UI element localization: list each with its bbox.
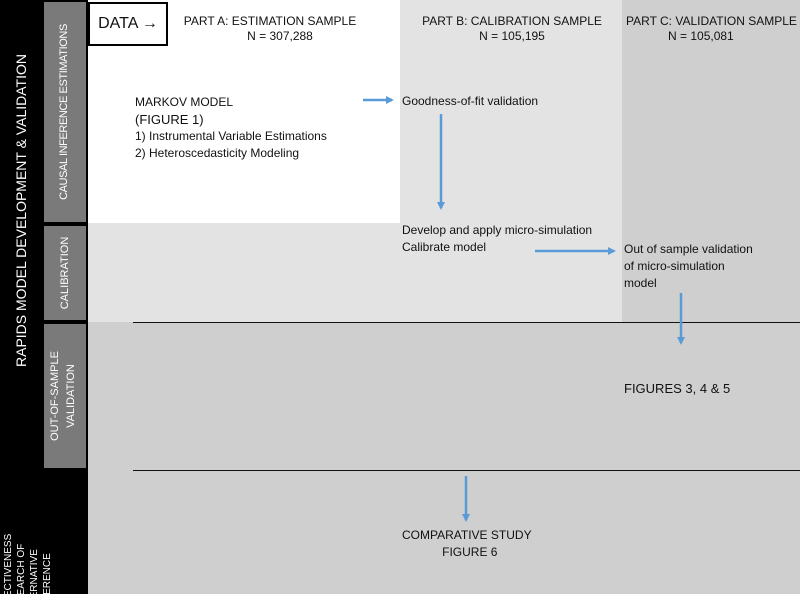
column-header-c: PART C: VALIDATION SAMPLE N = 105,081 [624, 14, 800, 44]
region-a-calibration [88, 223, 400, 322]
row-label-calibration [44, 226, 86, 320]
column-header-b: PART B: CALIBRATION SAMPLE N = 105,195 [412, 14, 612, 44]
region-b-header [400, 0, 622, 48]
column-c-title: PART C: VALIDATION SAMPLE [626, 14, 797, 28]
oos-block: Out of sample validation of micro-simula… [624, 241, 753, 292]
row-label-oos [44, 324, 86, 468]
comparative-line-2: FIGURE 6 [442, 545, 498, 559]
develop-line-2: Calibrate model [402, 240, 487, 254]
row-label-causal [44, 2, 86, 222]
oos-line-3: model [624, 276, 657, 290]
develop-block: Develop and apply micro-simulation Calib… [402, 222, 592, 256]
column-header-a: PART A: ESTIMATION SAMPLE N = 307,288 [170, 14, 370, 44]
markov-title: MARKOV MODEL [135, 95, 234, 109]
data-box: DATA → [88, 2, 168, 46]
flow-arrows [363, 96, 685, 522]
goodness-of-fit-text: Goodness-of-fit validation [402, 94, 539, 108]
develop-line-1: Develop and apply micro-simulation [402, 223, 593, 237]
markov-item-1: 1) Instrumental Variable Estimations [135, 129, 327, 143]
markov-block: MARKOV MODEL (FIGURE 1) 1) Instrumental … [135, 94, 327, 162]
comparative-block: COMPARATIVE STUDY FIGURE 6 [402, 527, 532, 561]
region-a-causal [88, 48, 400, 223]
column-b-n: N = 105,195 [479, 29, 545, 43]
region-lower [88, 322, 800, 594]
column-b-title: PART B: CALIBRATION SAMPLE [422, 14, 602, 28]
region-c-upper [622, 48, 800, 322]
oos-line-2: of micro-simulation [624, 259, 725, 273]
oos-line-1: Out of sample validation [624, 242, 753, 256]
divider-line-2 [133, 470, 800, 471]
markov-item-2: 2) Heteroscedasticity Modeling [135, 146, 300, 160]
figures-345-text: FIGURES 3, 4 & 5 [624, 381, 731, 396]
bottom-black-block [0, 468, 88, 594]
divider-line-1 [133, 322, 800, 323]
data-box-label: DATA → [98, 15, 158, 32]
comparative-line-1: COMPARATIVE STUDY [402, 528, 532, 542]
column-a-n: N = 307,288 [247, 29, 313, 43]
column-c-n: N = 105,081 [668, 29, 734, 43]
column-a-title: PART A: ESTIMATION SAMPLE [183, 14, 357, 28]
region-b-upper [400, 48, 622, 322]
region-c-header [622, 0, 800, 48]
markov-figure: (FIGURE 1) [135, 112, 204, 127]
